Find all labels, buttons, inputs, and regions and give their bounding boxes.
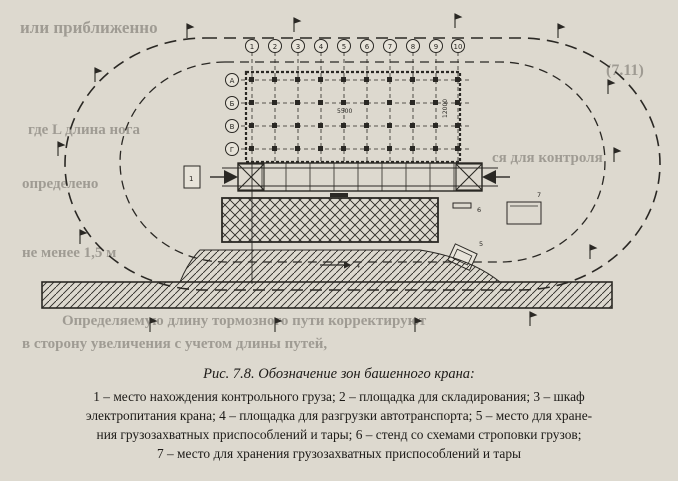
column-label: 3: [296, 43, 300, 51]
column-label: 5: [342, 43, 346, 51]
zone-label-4: 4: [356, 262, 360, 270]
column-label: 2: [273, 43, 277, 51]
zone-1-control-weight: [183, 165, 201, 189]
column-markers: [245, 39, 465, 53]
legend-line: 1 – место нахождения контрольного груза;…: [93, 389, 585, 404]
column-label: 7: [388, 43, 392, 51]
column-labels: 1 2 3 4 5 6 7 8 9 10: [250, 43, 463, 51]
column-label: 6: [365, 43, 370, 51]
zone-label-7: 7: [537, 191, 541, 199]
road: [41, 281, 613, 309]
legend-line: электропитания крана; 4 – площадка для р…: [85, 408, 593, 423]
column-label: 4: [319, 43, 324, 51]
row-labels: А Б В Г: [230, 77, 235, 154]
bg-text-line4: Определяемую длину тормозного пути корре…: [62, 313, 427, 329]
zone-6-slinging-stand: [452, 202, 472, 209]
column-nodes: [249, 77, 460, 151]
bg-text-top: или приближенно: [20, 18, 158, 37]
flag-markers: [57, 13, 622, 332]
zone-7-tare-storage: [506, 201, 542, 225]
bg-equation-number: (7.11): [606, 62, 644, 79]
crane-marker-right: [482, 170, 496, 184]
column-label: 10: [454, 43, 463, 51]
building-outline: [244, 70, 462, 164]
row-label: Г: [230, 146, 234, 154]
crane-track: [237, 162, 483, 192]
column-label: 1: [250, 43, 254, 51]
dimension-vertical: 12000: [442, 99, 449, 118]
zone-label-6: 6: [477, 206, 481, 214]
bg-text-line2: определено: [22, 176, 99, 192]
figure-caption-legend: 1 – место нахождения контрольного груза;…: [12, 387, 666, 463]
grid-axes: [234, 52, 470, 162]
legend-line: ния грузозахватных приспособлений и тары…: [96, 427, 582, 442]
crane-zones-diagram: 1 2 3 4 5 6 7 8 9 10 А Б В Г: [41, 13, 661, 332]
dimension-horizontal: 5500: [337, 108, 352, 115]
zone-3-power-cabinet: [330, 193, 348, 197]
zone-label-5: 5: [479, 240, 483, 248]
zone-2-storage-area: [221, 197, 439, 243]
bg-text-line5: в сторону увеличения с учетом длины путе…: [22, 336, 328, 352]
inner-working-zone: [119, 61, 606, 263]
crane-marker-left: [224, 170, 238, 184]
row-label: В: [230, 123, 235, 131]
row-label: А: [230, 77, 235, 85]
bg-text-line1: ся для контроля: [492, 150, 603, 166]
legend-line: 7 – место для хранения грузозахватных пр…: [156, 446, 522, 461]
column-label: 8: [411, 43, 415, 51]
zone-label-1: 1: [189, 175, 193, 183]
row-markers: [225, 73, 239, 156]
bg-text-gde: где L длина нога: [28, 122, 140, 138]
column-label: 9: [434, 43, 438, 51]
figure-caption-title: Рис. 7.8. Обозначение зон башенного кран…: [203, 366, 475, 382]
bg-text-line3: не менее 1,5 м: [22, 245, 117, 261]
row-label: Б: [230, 100, 235, 108]
